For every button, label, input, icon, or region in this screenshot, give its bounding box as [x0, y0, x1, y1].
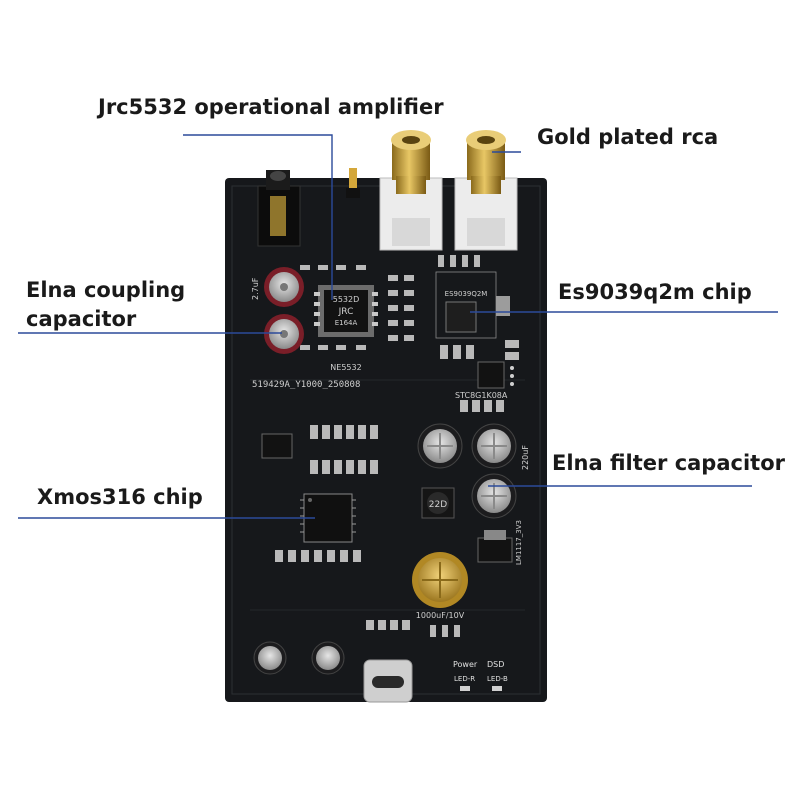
usb-c-port	[363, 659, 413, 703]
bulk-cap-label: 1000uF/10V	[416, 611, 465, 620]
dac-silk-label: ES9039Q2M	[445, 290, 488, 298]
led-b-label: LED-B	[487, 675, 508, 683]
callout-lines	[18, 134, 778, 519]
filter-cap-rating: 220uF	[521, 445, 530, 470]
rca-connector-right	[454, 130, 518, 251]
inductor-label: 22D	[429, 500, 447, 510]
regulator-label: LM1117_3V3	[515, 520, 523, 565]
small-ic	[261, 433, 293, 459]
opamp-code: E164A	[335, 319, 358, 327]
callout-opamp: Jrc5532 operational amplifier	[98, 95, 444, 119]
coupling-cap-value: 2.7uF	[251, 277, 260, 300]
voltage-regulator: LM1117_3V3	[477, 520, 523, 565]
dac-chip: ES9039Q2M	[435, 271, 510, 339]
bulk-capacitor: 1000uF/10V	[412, 552, 468, 620]
callout-coupling-line2: capacitor	[26, 307, 137, 332]
filter-capacitor-2	[471, 423, 517, 469]
callout-filter-cap: Elna filter capacitor	[552, 451, 785, 475]
dsd-led-label: DSD	[487, 660, 504, 669]
opamp-chip: 5532D JRC E164A NE5532	[314, 285, 378, 372]
opamp-silk-label: NE5532	[330, 363, 361, 372]
bottom-capacitor-left	[253, 641, 287, 675]
mcu-silk-label: STC8G1K08A	[455, 391, 508, 400]
headphone-jack	[257, 170, 301, 247]
smd-components	[275, 255, 519, 637]
filter-capacitor-3	[471, 473, 517, 519]
coupling-capacitor-top	[264, 267, 304, 307]
coupling-capacitor-bottom	[264, 314, 304, 354]
inductor: 22D	[421, 487, 455, 519]
opamp-marking: 5532D	[333, 295, 360, 304]
filter-capacitor-1	[417, 423, 463, 469]
rca-connector-left	[379, 130, 443, 251]
callout-coupling: Elna coupling capacitor	[26, 276, 226, 335]
mcu-chip: STC8G1K08A	[455, 361, 514, 400]
board-id-label: 519429A_Y1000_250808	[252, 380, 360, 390]
opamp-brand: JRC	[338, 307, 354, 317]
led-r-label: LED-R	[454, 675, 475, 683]
callout-rca: Gold plated rca	[537, 125, 719, 149]
callout-usb-chip: Xmos316 chip	[37, 485, 203, 509]
callout-coupling-line1: Elna coupling	[26, 278, 186, 302]
jumper-pin	[346, 168, 360, 198]
callout-dac-chip: Es9039q2m chip	[558, 280, 752, 304]
bottom-capacitor-right	[311, 641, 345, 675]
led-area: Power DSD LED-R LED-B	[453, 660, 508, 691]
power-led-label: Power	[453, 660, 478, 669]
